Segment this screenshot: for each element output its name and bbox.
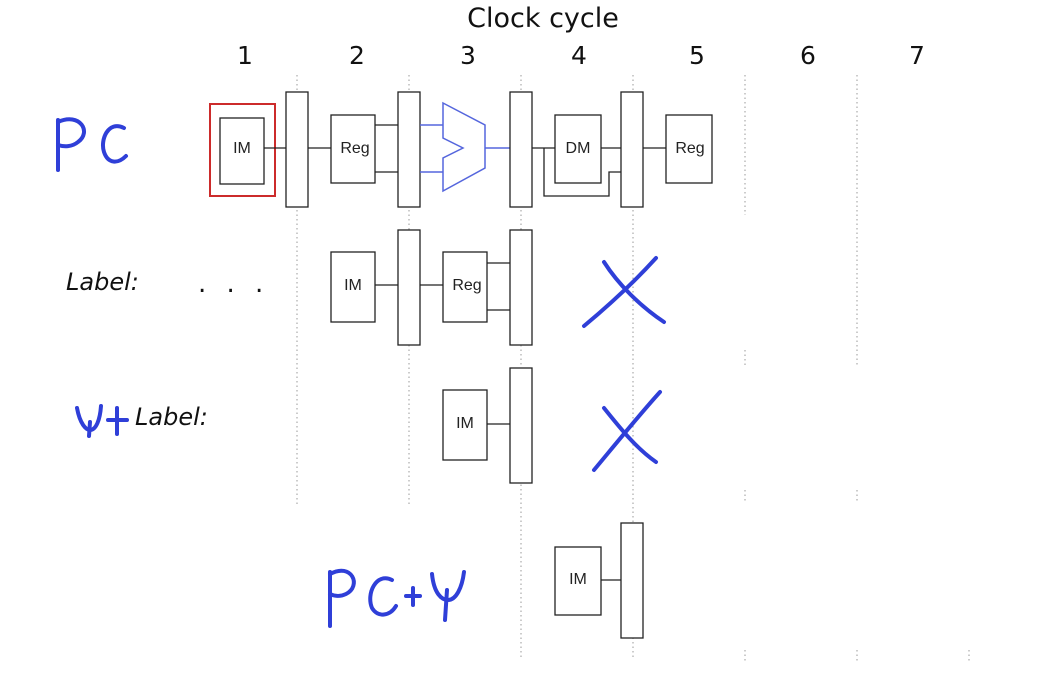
- ink-stroke: [602, 406, 658, 464]
- cycle-number: 7: [909, 41, 925, 70]
- pipeline-row-3: IM: [442, 367, 533, 484]
- pipeline-register: [620, 522, 644, 639]
- ink-stroke: [602, 260, 666, 324]
- wire: [543, 148, 621, 197]
- handwritten-x: [592, 390, 662, 472]
- pipeline-register: [397, 91, 421, 208]
- cycle-number: 3: [460, 41, 476, 70]
- handwritten-x: [582, 256, 666, 328]
- im-highlight-box: [209, 103, 276, 197]
- handwritten-pc: [56, 117, 128, 172]
- cycle-numbers: 1 2 3 4 5 6 7: [237, 41, 925, 70]
- label-text: Label:: [66, 268, 139, 296]
- im-unit: [442, 389, 488, 461]
- dm-label: DM: [566, 140, 591, 157]
- ink-stroke: [582, 256, 658, 328]
- cycle-number: 4: [571, 41, 587, 70]
- handwritten-four-plus: [75, 404, 129, 438]
- cycle-number: 6: [800, 41, 816, 70]
- im-label: IM: [456, 415, 474, 432]
- ink-stroke: [87, 420, 92, 438]
- cycle-number: 2: [349, 41, 365, 70]
- ink-stroke: [328, 568, 356, 598]
- dm-unit: [554, 114, 602, 184]
- pipeline-register: [509, 229, 533, 346]
- im-label: IM: [233, 140, 251, 157]
- ink-stroke: [56, 117, 86, 149]
- ink-stroke: [101, 124, 128, 164]
- ink-stroke: [368, 576, 398, 617]
- pipeline-register: [285, 91, 309, 208]
- pipeline-row-2: IM Reg: [330, 229, 533, 346]
- alu-unit: [442, 101, 486, 193]
- pipeline-register: [509, 367, 533, 484]
- pipeline-row-1: IM Reg DM Reg: [209, 91, 713, 208]
- reg-unit: [665, 114, 713, 184]
- reg-label: Reg: [675, 140, 704, 157]
- cycle-number: 1: [237, 41, 253, 70]
- label-text: Label:: [135, 403, 208, 431]
- ellipsis: . . .: [198, 269, 269, 299]
- cycle-number: 5: [689, 41, 705, 70]
- reg-label: Reg: [452, 277, 481, 294]
- im-unit: [554, 546, 602, 616]
- pipeline-row-4: IM: [554, 522, 644, 639]
- reg-unit: [442, 251, 488, 323]
- im-label: IM: [569, 571, 587, 588]
- im-unit: [330, 251, 376, 323]
- im-unit: [219, 117, 265, 185]
- ink-stroke: [443, 588, 449, 622]
- pipeline-register: [509, 91, 533, 208]
- reg-label: Reg: [340, 140, 369, 157]
- handwritten-pc-plus-four: [328, 568, 466, 628]
- ink-stroke: [592, 390, 662, 472]
- reg-unit: [330, 114, 376, 184]
- im-label: IM: [344, 277, 362, 294]
- pipeline-register: [620, 91, 644, 208]
- diagram-title: Clock cycle: [467, 3, 619, 34]
- pipeline-register: [397, 229, 421, 346]
